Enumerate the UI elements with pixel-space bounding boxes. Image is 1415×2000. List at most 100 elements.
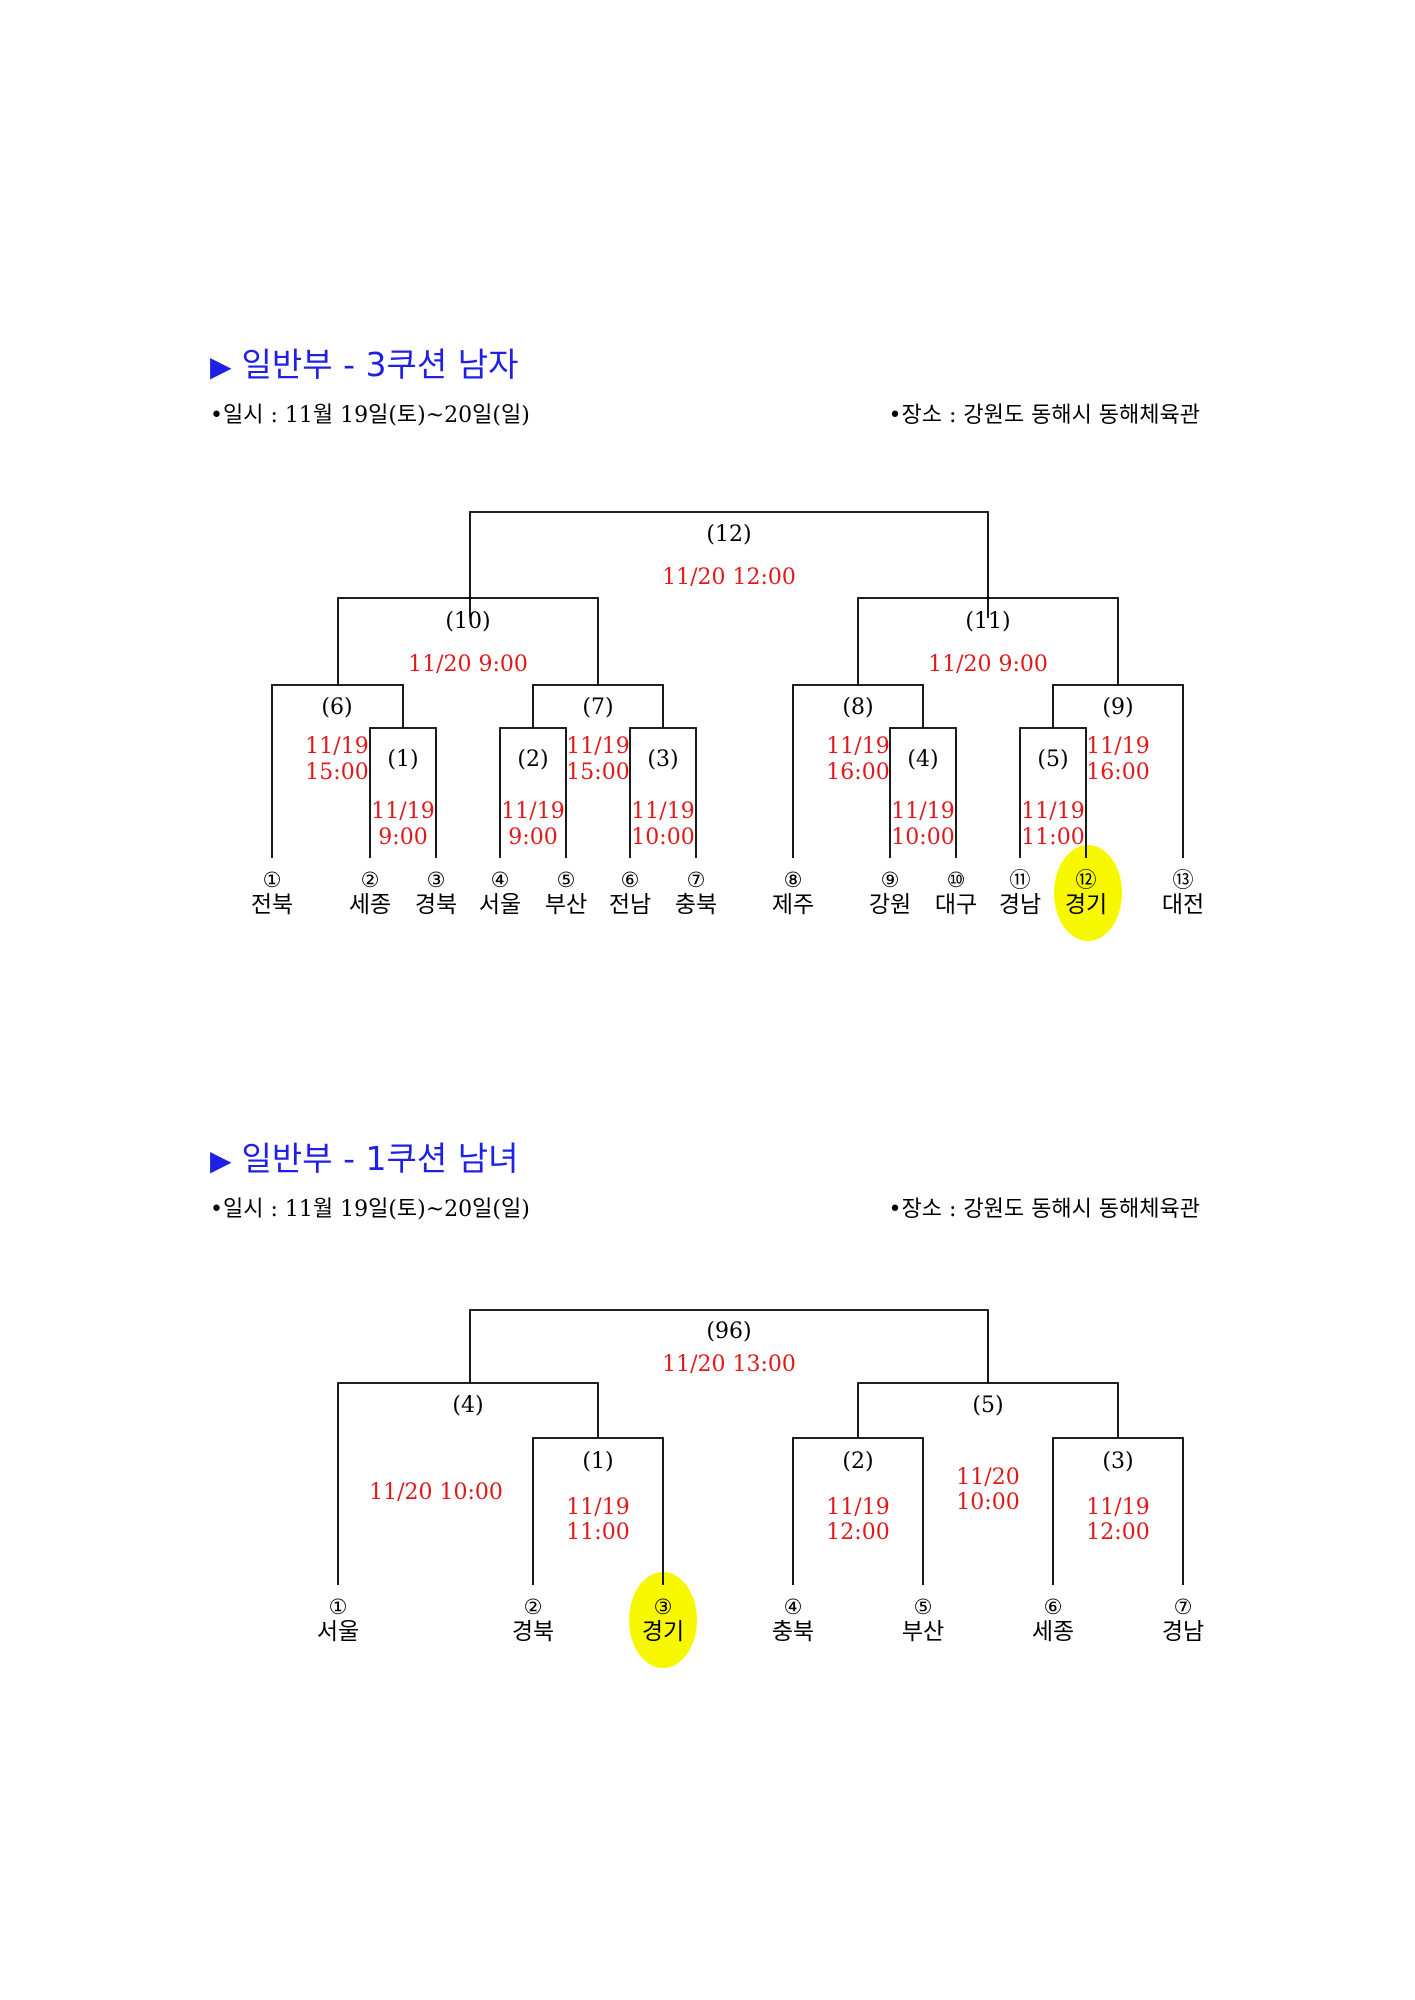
match-label-m11: (11) <box>965 609 1010 634</box>
match-time-m8-date: 11/19 <box>826 734 889 759</box>
team-seed: ⑦ <box>687 868 706 892</box>
team-name: 서울 <box>479 892 521 918</box>
team-name: 세종 <box>1032 1619 1074 1645</box>
team-entry: ② 세종 <box>349 868 391 918</box>
match-label-m4: (4) <box>452 1393 483 1418</box>
team-seed: ② <box>524 1595 543 1619</box>
match-time-m2-hour: 9:00 <box>508 825 557 850</box>
match-time-m5-date: 11/20 <box>956 1465 1019 1490</box>
highlight-mark-gyeonggi <box>629 1572 697 1668</box>
match-label-m96: (96) <box>706 1319 751 1344</box>
match-time-m3-date: 11/19 <box>1086 1495 1149 1520</box>
bracket-line-m2 <box>792 1437 924 1585</box>
match-time-m6-date: 11/19 <box>305 734 368 759</box>
bracket-line-m6 <box>271 684 404 858</box>
match-time-m4-hour: 10:00 <box>891 825 954 850</box>
bracket-line-m96 <box>469 1309 989 1383</box>
team-seed: ⑥ <box>1044 1595 1063 1619</box>
team-name: 세종 <box>349 892 391 918</box>
team-entry: ⑥ 세종 <box>1032 1595 1074 1645</box>
match-time-m96: 11/20 13:00 <box>662 1352 796 1377</box>
team-name: 부산 <box>902 1619 944 1645</box>
team-seed: ⑩ <box>947 868 966 892</box>
team-seed: ① <box>329 1595 348 1619</box>
team-name: 서울 <box>317 1619 359 1645</box>
team-entry: ⑦ 충북 <box>675 868 717 918</box>
team-entry: ① 서울 <box>317 1595 359 1645</box>
match-label-m6: (6) <box>321 695 352 720</box>
bracket-line-m11 <box>857 597 1119 685</box>
highlight-mark-gyeonggi <box>1054 845 1122 941</box>
team-name: 전남 <box>609 892 651 918</box>
team-entry: ⑥ 전남 <box>609 868 651 918</box>
match-time-m2-date: 11/19 <box>501 799 564 824</box>
team-entry: ⑩ 대구 <box>935 868 977 918</box>
bracket-line-m5 <box>857 1382 1119 1438</box>
match-time-m8-hour: 16:00 <box>826 760 889 785</box>
play-triangle-icon: ▶ <box>210 1144 232 1177</box>
play-triangle-icon: ▶ <box>210 350 232 383</box>
bracket-line-m2 <box>499 727 567 858</box>
section1-title: ▶ 일반부 - 3쿠션 남자 <box>210 338 518 386</box>
team-entry: ⑤ 부산 <box>545 868 587 918</box>
match-time-m5-hour: 10:00 <box>956 1490 1019 1515</box>
match-time-m1-hour: 11:00 <box>566 1520 629 1545</box>
team-entry: ② 경북 <box>512 1595 554 1645</box>
section2-bracket: (96) 11/20 13:00 (4) 11/20 10:00 (5) 11/… <box>317 1309 1204 1668</box>
match-time-m2-date: 11/19 <box>826 1495 889 1520</box>
team-name: 제주 <box>772 892 814 918</box>
match-time-m1-hour: 9:00 <box>378 825 427 850</box>
team-seed: ⑦ <box>1174 1595 1193 1619</box>
team-name: 대구 <box>935 892 977 918</box>
bracket-line-m1 <box>532 1437 664 1585</box>
section1-title-text: 일반부 - 3쿠션 남자 <box>241 345 519 384</box>
team-seed: ⑨ <box>881 868 900 892</box>
team-entry: ⑦ 경남 <box>1162 1595 1204 1645</box>
team-seed: ⑤ <box>557 868 576 892</box>
section2-title-text: 일반부 - 1쿠션 남녀 <box>241 1139 519 1178</box>
bracket-line-m7 <box>532 684 664 728</box>
team-entry: ⑬ 대전 <box>1162 868 1204 918</box>
match-time-m1-date: 11/19 <box>566 1495 629 1520</box>
bracket-line-m9 <box>1052 684 1184 858</box>
match-time-m3-hour: 10:00 <box>631 825 694 850</box>
team-name: 대전 <box>1162 892 1204 918</box>
match-label-m9: (9) <box>1102 695 1133 720</box>
bracket-line-m4 <box>337 1382 599 1585</box>
team-entry: ⑧ 제주 <box>772 868 814 918</box>
team-entry: ④ 충북 <box>772 1595 814 1645</box>
match-label-m3: (3) <box>647 747 678 772</box>
bracket-line-m12 <box>469 511 989 618</box>
match-label-m1: (1) <box>582 1449 613 1474</box>
team-name: 충북 <box>772 1619 814 1645</box>
team-name: 경기 <box>642 1619 684 1645</box>
team-name: 경남 <box>1162 1619 1204 1645</box>
team-entry-highlighted: ③ 경기 <box>642 1595 684 1645</box>
team-name: 전북 <box>251 892 293 918</box>
section2-title: ▶ 일반부 - 1쿠션 남녀 <box>210 1132 518 1180</box>
team-seed: ② <box>361 868 380 892</box>
match-time-m9-date: 11/19 <box>1086 734 1149 759</box>
match-time-m5-hour: 11:00 <box>1021 825 1084 850</box>
bracket-line-m5 <box>1019 727 1087 858</box>
match-time-m2-hour: 12:00 <box>826 1520 889 1545</box>
team-entry: ⑨ 강원 <box>869 868 911 918</box>
section1-venue-info: •장소 : 강원도 동해시 동해체육관 <box>888 403 1200 428</box>
team-entry: ① 전북 <box>251 868 293 918</box>
bracket-line-m4 <box>889 727 957 858</box>
bracket-line-m8 <box>792 684 924 858</box>
match-time-m7-date: 11/19 <box>566 734 629 759</box>
team-name: 부산 <box>545 892 587 918</box>
team-seed: ⑧ <box>784 868 803 892</box>
match-label-m8: (8) <box>842 695 873 720</box>
bracket-line-m1 <box>369 727 437 858</box>
team-seed: ① <box>263 868 282 892</box>
team-seed: ③ <box>654 1595 673 1619</box>
match-time-m7-hour: 15:00 <box>566 760 629 785</box>
team-name: 경북 <box>415 892 457 918</box>
bracket-line-m3 <box>1052 1437 1184 1585</box>
team-seed: ⑬ <box>1173 868 1194 892</box>
match-time-m10: 11/20 9:00 <box>408 652 528 677</box>
team-entry: ③ 경북 <box>415 868 457 918</box>
match-label-m2: (2) <box>517 747 548 772</box>
